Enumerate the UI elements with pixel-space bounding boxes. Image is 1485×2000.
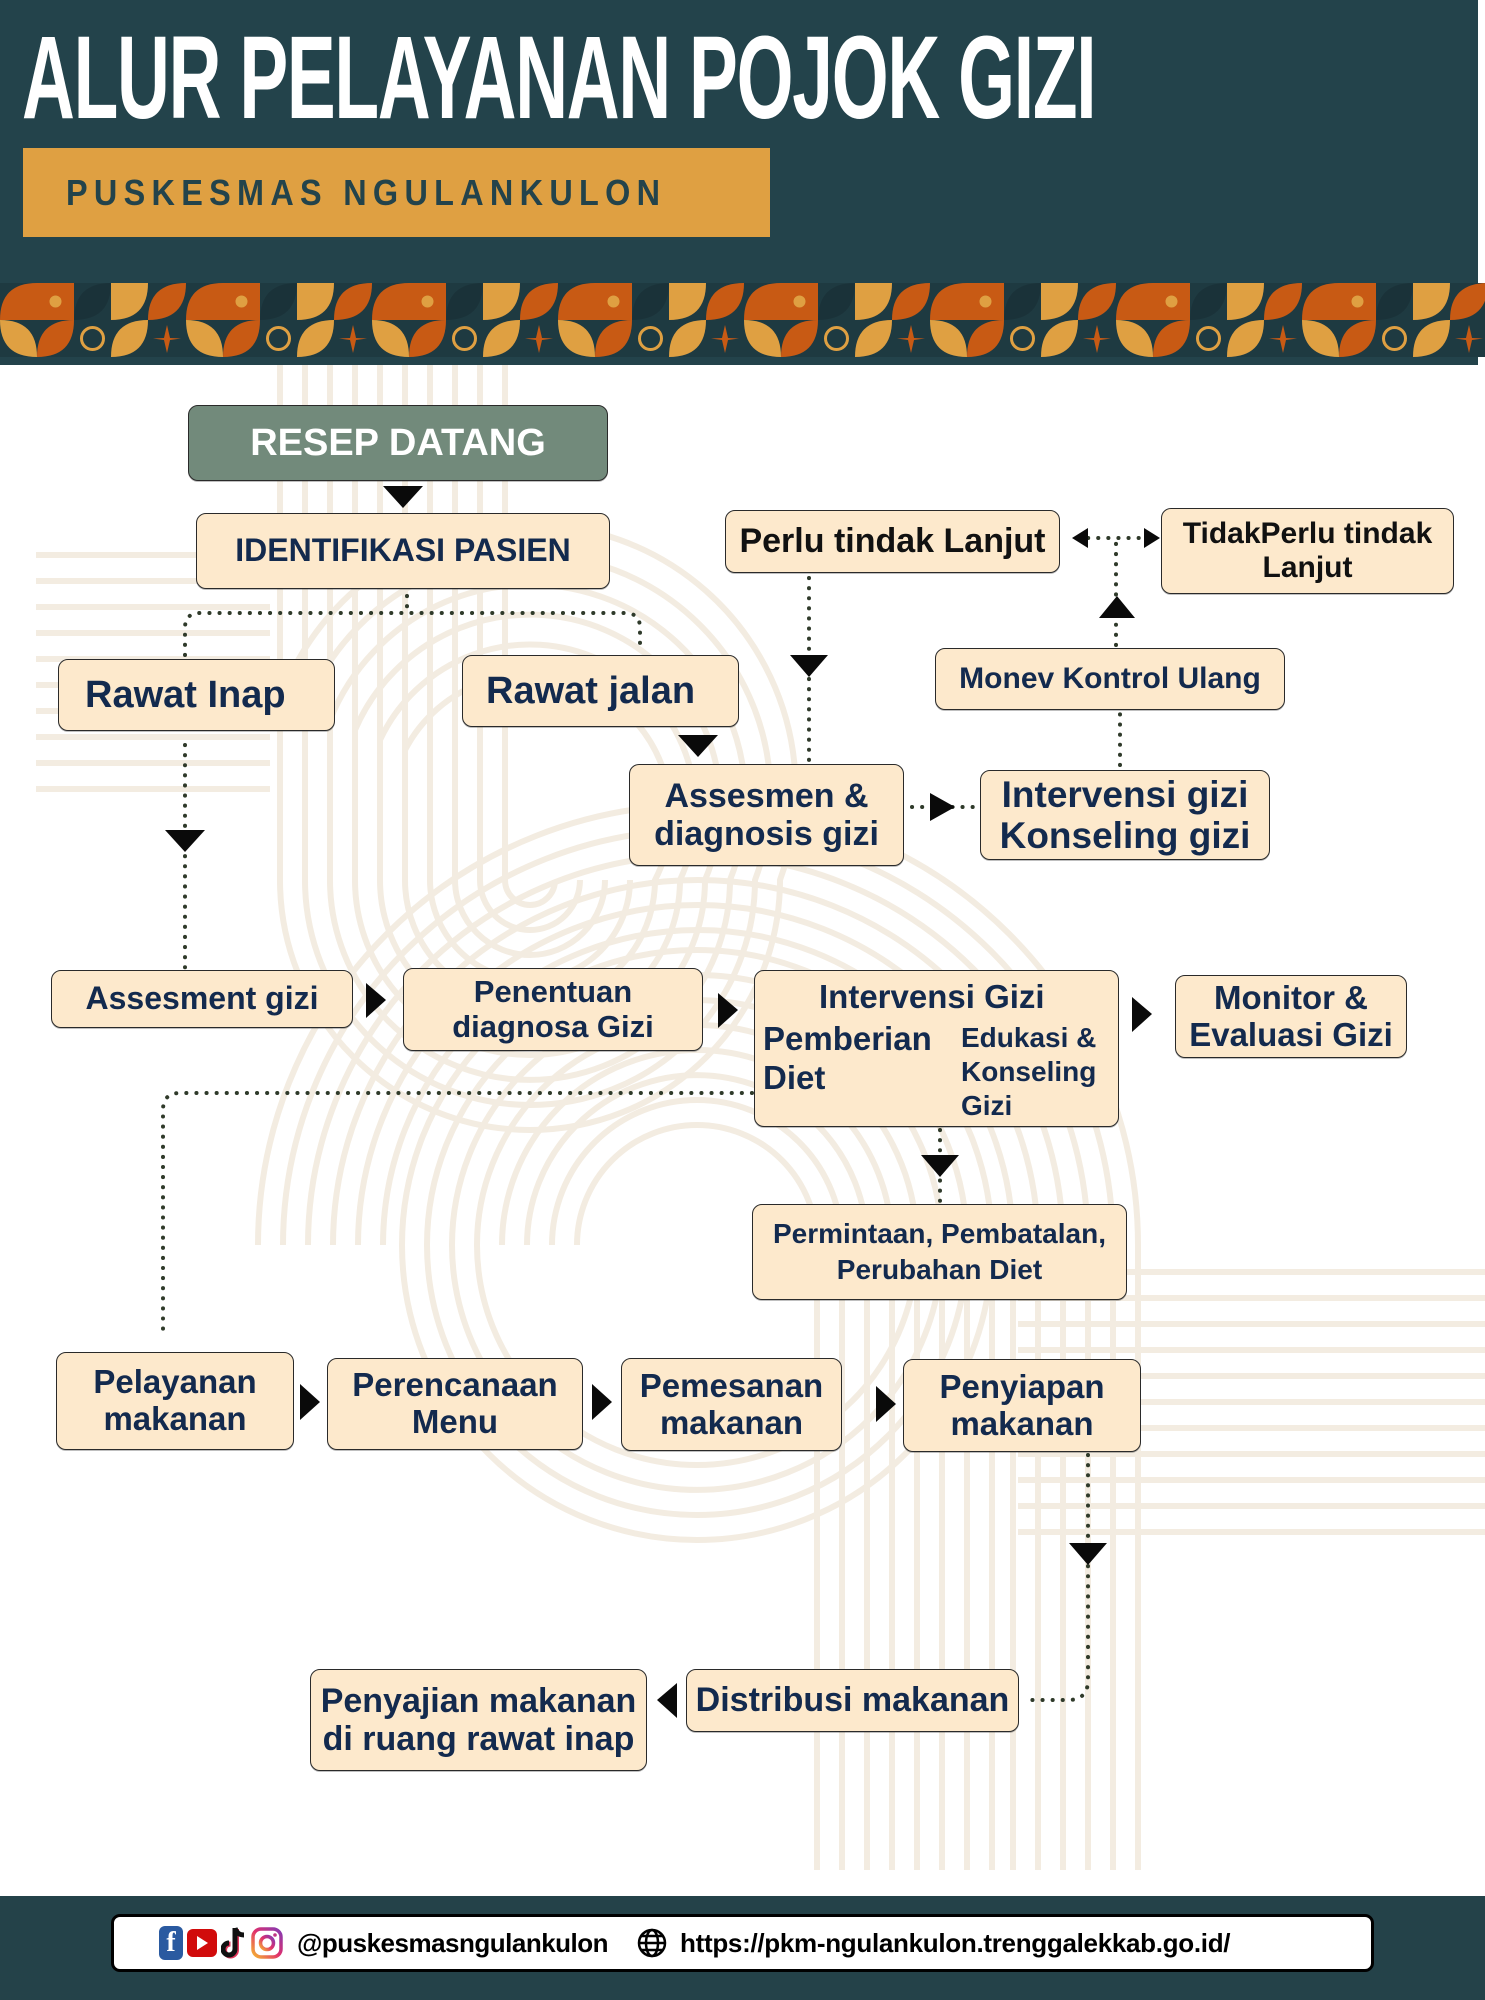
box-tidak-perlu-tindak-lanjut: TidakPerlu tindak Lanjut <box>1161 508 1454 594</box>
box-perencanaan-menu: Perencanaan Menu <box>327 1358 583 1450</box>
instagram-icon[interactable] <box>251 1926 283 1960</box>
footer: f @puskesmasngulankulon https://pkm-ngul… <box>0 1896 1485 2000</box>
box-permintaan-diet: Permintaan, Pembatalan, Perubahan Diet <box>752 1204 1127 1300</box>
box-rawat-jalan: Rawat jalan <box>462 655 739 727</box>
decorative-pattern-band <box>0 283 1485 357</box>
social-icons: f <box>159 1926 287 1960</box>
social-handle[interactable]: @puskesmasngulankulon <box>297 1927 609 1958</box>
tiktok-icon[interactable] <box>221 1926 247 1960</box>
box-perlu-tindak-lanjut: Perlu tindak Lanjut <box>725 510 1060 573</box>
box-rawat-inap: Rawat Inap <box>58 659 335 731</box>
box-pelayanan-makanan: Pelayanan makanan <box>56 1352 294 1450</box>
background-decoration <box>36 365 1485 1870</box>
box-resep-datang: RESEP DATANG <box>188 405 608 481</box>
box-monev-kontrol-ulang: Monev Kontrol Ulang <box>935 648 1285 710</box>
box-penyajian-makanan: Penyajian makanan di ruang rawat inap <box>310 1669 647 1771</box>
intervensi-gizi-content: Intervensi Gizi Pemberian Diet Edukasi &… <box>755 971 1118 1126</box>
box-penentuan-diagnosa: Penentuan diagnosa Gizi <box>403 968 703 1051</box>
box-assesment-gizi: Assesment gizi <box>51 970 353 1028</box>
globe-icon <box>636 1926 668 1960</box>
intervensi-gizi-title: Intervensi Gizi <box>819 978 1045 1015</box>
page-title: ALUR PELAYANAN POJOK GIZI <box>22 12 1097 144</box>
box-identifikasi-pasien: IDENTIFIKASI PASIEN <box>196 513 610 589</box>
box-monitor-evaluasi: Monitor & Evaluasi Gizi <box>1175 975 1407 1058</box>
box-assesmen-diagnosis: Assesmen & diagnosis gizi <box>629 764 904 866</box>
box-pemesanan-makanan: Pemesanan makanan <box>621 1358 842 1451</box>
box-penyiapan-makanan: Penyiapan makanan <box>903 1359 1141 1452</box>
box-intervensi-konseling: Intervensi gizi Konseling gizi <box>980 770 1270 860</box>
box-distribusi-makanan: Distribusi makanan <box>686 1669 1019 1732</box>
box-intervensi-gizi: Intervensi Gizi Pemberian Diet Edukasi &… <box>754 970 1119 1127</box>
contact-pill: f @puskesmasngulankulon https://pkm-ngul… <box>111 1914 1374 1972</box>
subtitle: PUSKESMAS NGULANKULON <box>66 171 667 213</box>
website-link[interactable]: https://pkm-ngulankulon.trenggalekkab.go… <box>680 1927 1231 1958</box>
facebook-icon[interactable]: f <box>159 1926 183 1960</box>
intervensi-gizi-right: Edukasi & Konseling Gizi <box>961 1022 1097 1121</box>
subtitle-banner: PUSKESMAS NGULANKULON <box>23 148 770 237</box>
intervensi-gizi-left: Pemberian Diet <box>763 1020 932 1096</box>
youtube-icon[interactable] <box>187 1929 217 1957</box>
